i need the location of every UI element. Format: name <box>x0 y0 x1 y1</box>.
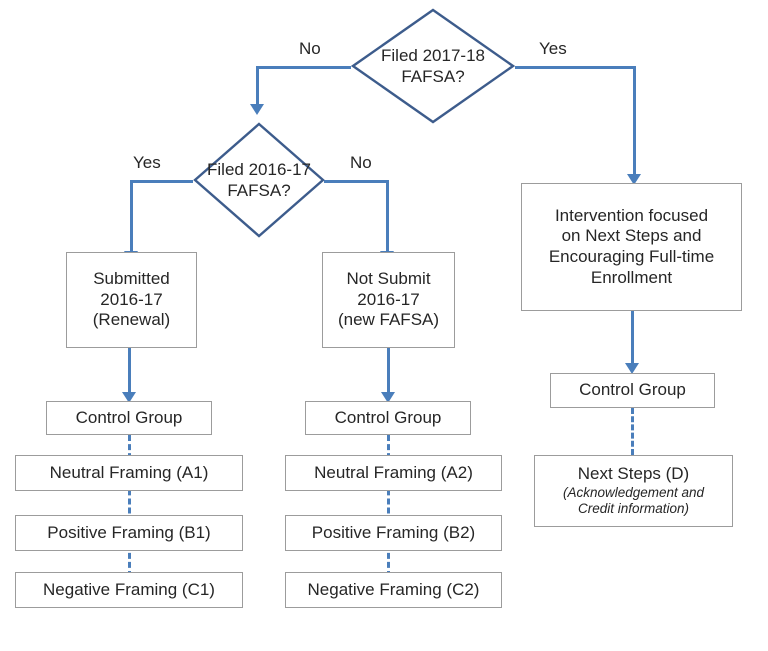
node-intervention-next-steps-full-time[interactable]: Intervention focused on Next Steps and E… <box>521 183 742 311</box>
node-label: Positive Framing (B2) <box>311 522 476 542</box>
node-middle-arm-positive-framing-b2[interactable]: Positive Framing (B2) <box>285 515 502 551</box>
node-label: Neutral Framing (A2) <box>314 462 473 482</box>
dashed-spine-right <box>631 408 634 455</box>
node-subtitle-line-1: (Acknowledgement and <box>562 485 705 501</box>
node-middle-arm-negative-framing-c2[interactable]: Negative Framing (C2) <box>285 572 502 608</box>
node-line-1: Not Submit <box>346 268 431 288</box>
branch-label-d2-no: No <box>350 153 372 172</box>
arrowhead-d1-to-d2 <box>250 104 264 115</box>
node-subtitle-line-2: Credit information) <box>577 501 690 517</box>
node-line-2: on Next Steps and <box>561 226 702 246</box>
branch-label-d1-yes: Yes <box>539 39 567 58</box>
connector-middle-outcome-to-control <box>387 348 390 398</box>
dashed-spine-left <box>128 435 131 586</box>
connector-left-outcome-to-control <box>128 348 131 398</box>
connector-d1-no-vertical <box>256 66 259 108</box>
node-right-arm-next-steps-d[interactable]: Next Steps (D) (Acknowledgement and Cred… <box>534 455 733 527</box>
node-right-control-group[interactable]: Control Group <box>550 373 715 408</box>
node-line-1: Intervention focused <box>554 205 709 225</box>
node-left-arm-positive-framing-b1[interactable]: Positive Framing (B1) <box>15 515 243 551</box>
node-left-control-group[interactable]: Control Group <box>46 401 212 435</box>
connector-d2-no-horizontal <box>324 180 386 183</box>
node-line-2: 2016-17 <box>100 289 163 309</box>
node-submitted-2016-17-renewal[interactable]: Submitted 2016-17 (Renewal) <box>66 252 197 348</box>
node-middle-control-group[interactable]: Control Group <box>305 401 471 435</box>
node-title: Next Steps (D) <box>577 464 690 484</box>
node-middle-arm-neutral-framing-a2[interactable]: Neutral Framing (A2) <box>285 455 502 491</box>
dashed-spine-middle <box>387 435 390 586</box>
connector-d2-no-vertical <box>386 180 389 255</box>
node-label: Control Group <box>75 407 183 427</box>
arrowhead-left-to-control <box>122 392 136 403</box>
connector-d1-yes-horizontal <box>515 66 636 69</box>
node-line-3: Encouraging Full-time <box>548 247 715 266</box>
arrowhead-middle-to-control <box>381 392 395 403</box>
node-line-4: Enrollment <box>590 267 673 287</box>
node-label: Negative Framing (C1) <box>43 579 215 599</box>
connector-right-intervention-to-control <box>631 311 634 366</box>
node-left-arm-negative-framing-c1[interactable]: Negative Framing (C1) <box>15 572 243 608</box>
node-label: Positive Framing (B1) <box>47 522 211 542</box>
node-line-3: (Renewal) <box>92 310 171 330</box>
connector-d2-yes-vertical <box>130 180 133 255</box>
connector-d2-yes-horizontal <box>130 180 193 183</box>
node-not-submit-2016-17-new-fafsa[interactable]: Not Submit 2016-17 (new FAFSA) <box>322 252 455 348</box>
node-label: Control Group <box>334 407 442 427</box>
connector-d1-no-horizontal <box>256 66 351 69</box>
node-label: Control Group <box>579 380 686 400</box>
node-line-1: Submitted <box>93 268 170 288</box>
arrowhead-d1-to-intervention <box>627 174 641 185</box>
node-line-3: (new FAFSA) <box>337 310 440 330</box>
connector-d1-yes-vertical <box>633 66 636 178</box>
branch-label-d2-yes: Yes <box>133 153 161 172</box>
node-line-2: 2016-17 <box>357 289 420 309</box>
node-label: Neutral Framing (A1) <box>49 462 209 482</box>
decision-filed-2016-17[interactable]: Filed 2016-17 FAFSA? <box>193 122 325 238</box>
node-left-arm-neutral-framing-a1[interactable]: Neutral Framing (A1) <box>15 455 243 491</box>
node-label: Negative Framing (C2) <box>307 579 480 599</box>
arrowhead-right-to-control <box>625 363 639 374</box>
decision-filed-2017-18[interactable]: Filed 2017-18 FAFSA? <box>351 8 515 124</box>
branch-label-d1-no: No <box>299 39 321 58</box>
